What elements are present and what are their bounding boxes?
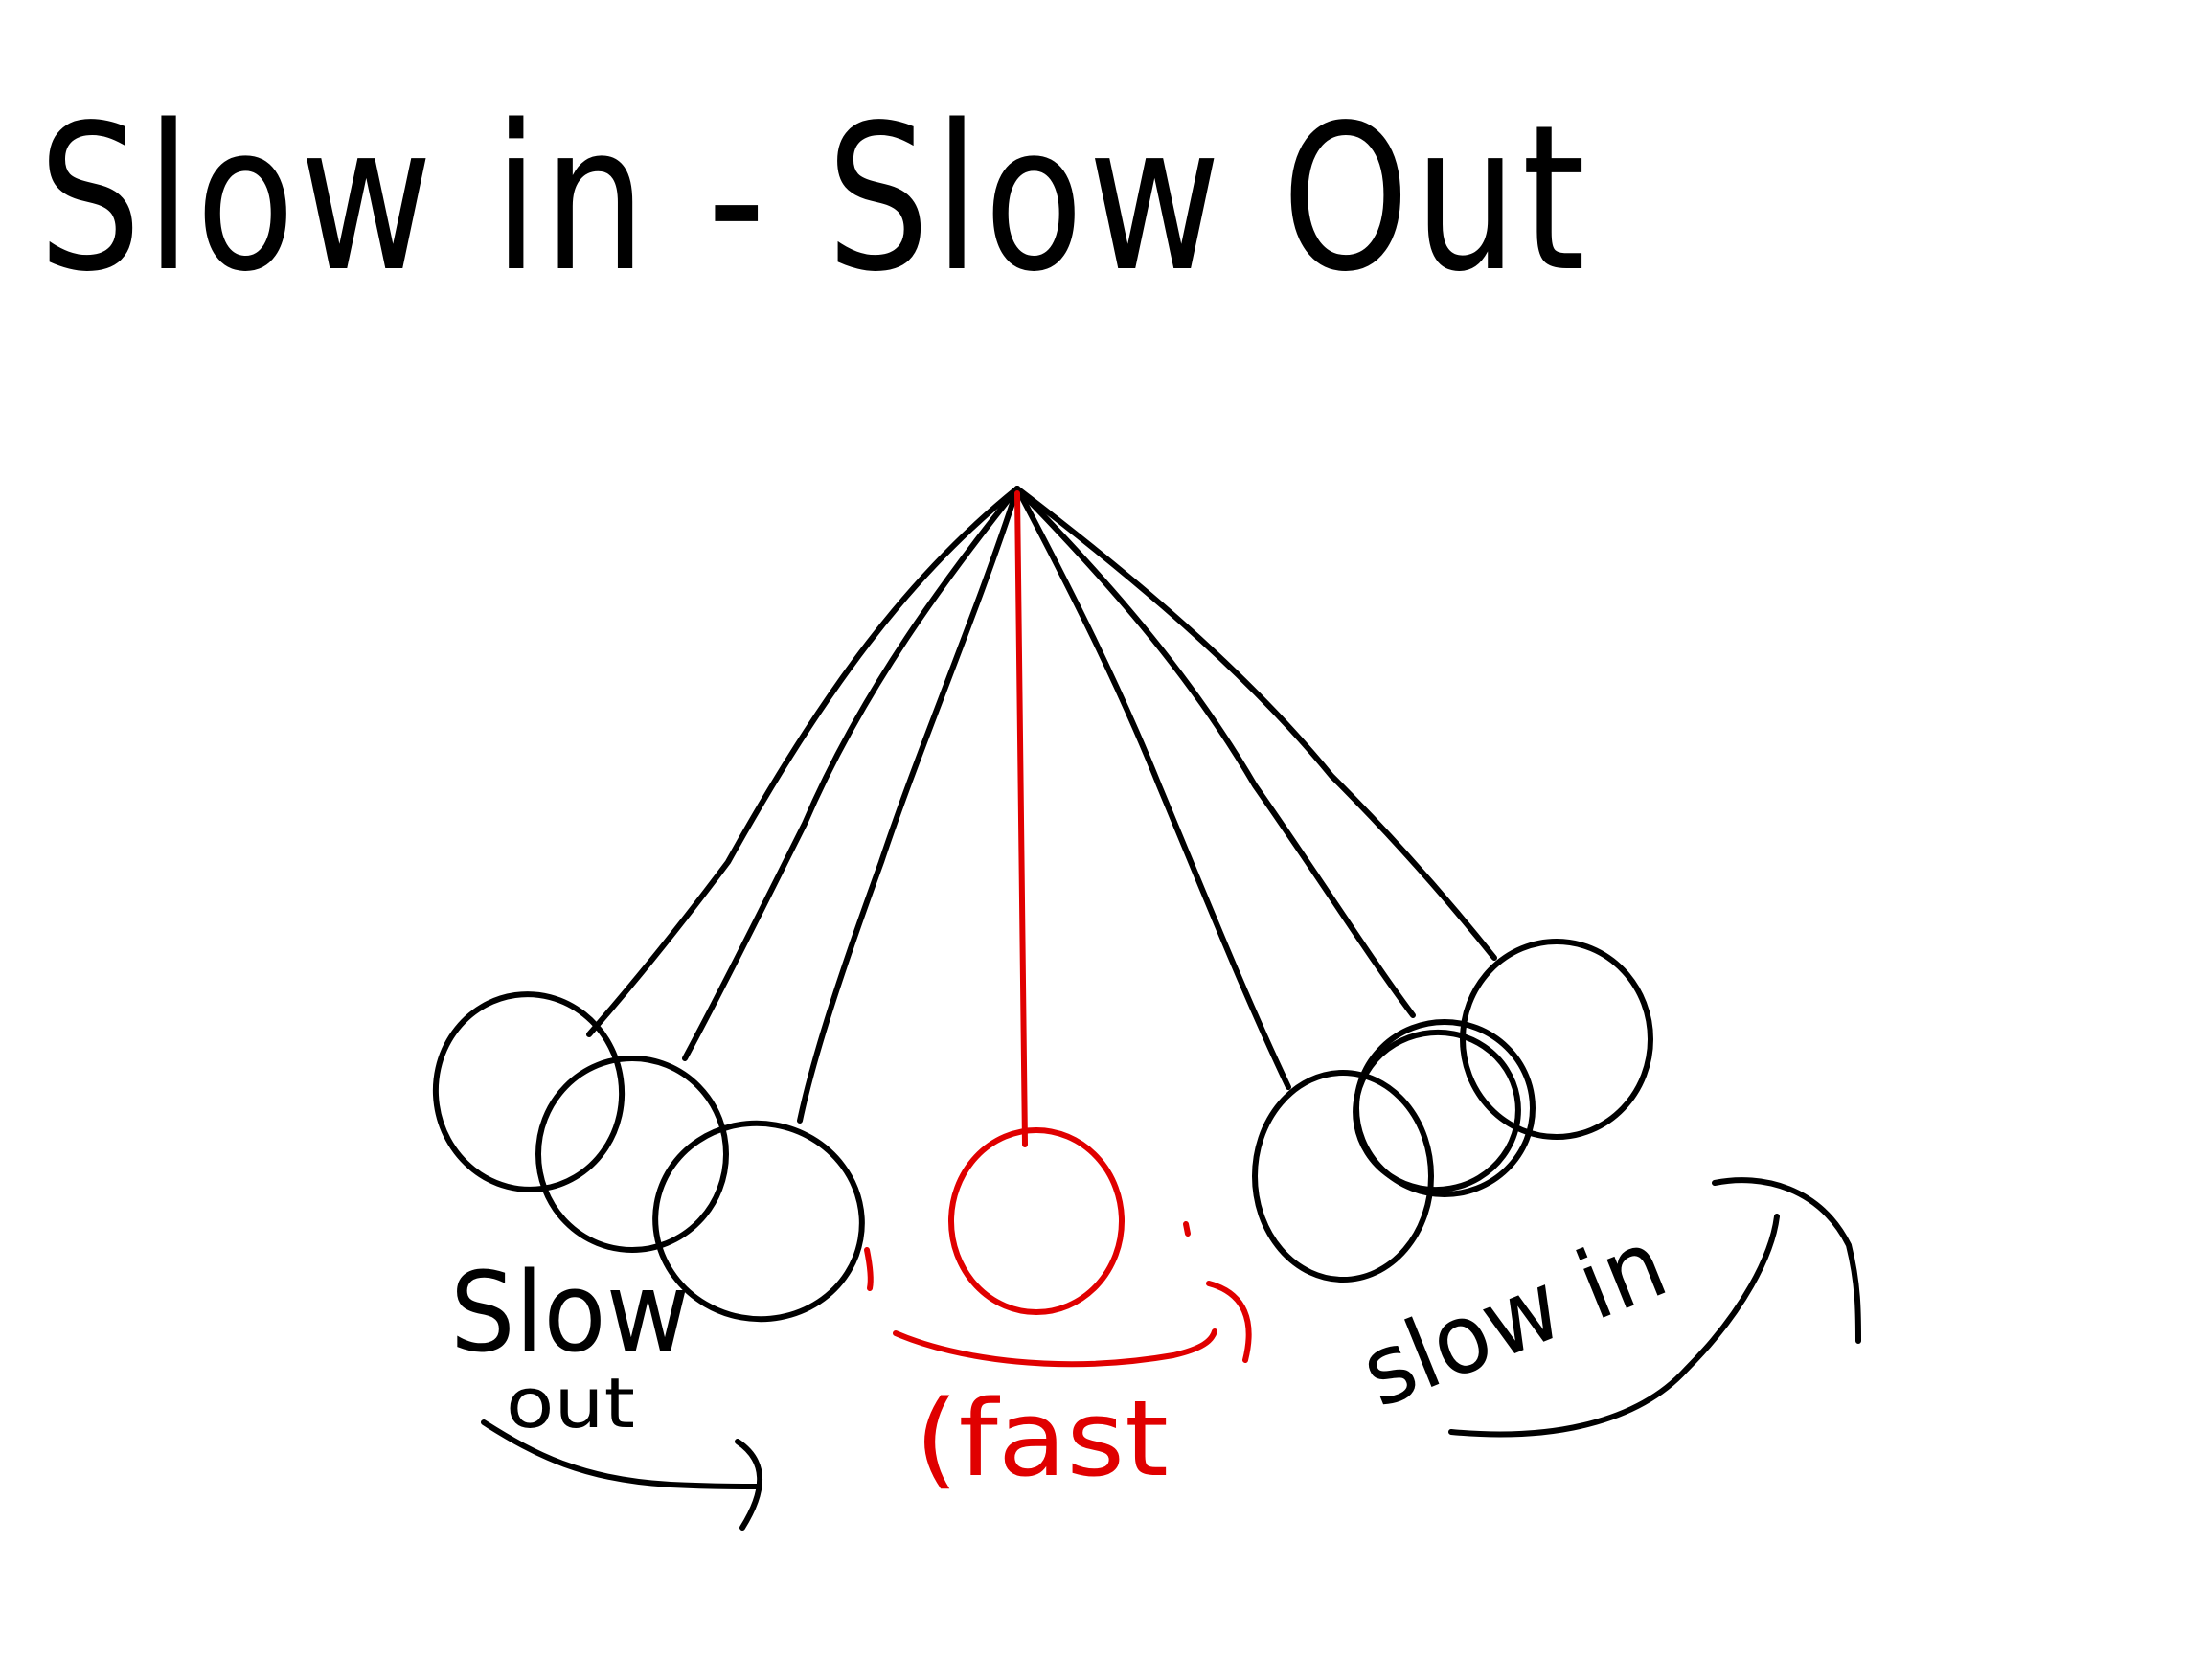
bob-right-overlap bbox=[1353, 1029, 1521, 1193]
pendulum-bobs bbox=[432, 939, 1653, 1323]
slow-out-sub-label: out bbox=[506, 1363, 635, 1443]
center-guide-mark bbox=[1183, 1221, 1191, 1237]
bob-far-right bbox=[1460, 939, 1653, 1140]
fast-arc-left-tick bbox=[864, 1247, 874, 1291]
pendulum-strings bbox=[586, 486, 1497, 1124]
slow-out-label: Slow bbox=[450, 1249, 690, 1377]
string-near-right bbox=[1014, 486, 1291, 1090]
bob-center bbox=[948, 1127, 1125, 1315]
center-pendulum bbox=[864, 490, 1252, 1368]
string-left bbox=[682, 486, 1020, 1061]
slow-in-arrow bbox=[1448, 1177, 1861, 1438]
fast-arc bbox=[893, 1328, 1217, 1368]
diagram-title: Slow in - Slow Out bbox=[38, 81, 1590, 316]
slow-in-label: slow in bbox=[1346, 1207, 1681, 1429]
string-far-right bbox=[1014, 486, 1497, 961]
slow-out-arrowhead bbox=[735, 1439, 763, 1531]
bob-left bbox=[535, 1056, 729, 1253]
string-far-left bbox=[586, 486, 1020, 1037]
slow-in-arrowhead bbox=[1712, 1177, 1861, 1344]
fast-arc-right-tick bbox=[1206, 1281, 1252, 1363]
bob-near-right bbox=[1252, 1070, 1434, 1283]
fast-label: (fast bbox=[915, 1377, 1169, 1500]
bob-near-left bbox=[652, 1120, 865, 1323]
slow-out-arrow-curve bbox=[481, 1419, 760, 1489]
string-center bbox=[1014, 490, 1028, 1147]
string-right bbox=[1014, 486, 1416, 1018]
slow-out-arrow bbox=[481, 1419, 763, 1531]
slow-in-arrow-curve bbox=[1448, 1214, 1780, 1438]
string-near-left bbox=[797, 486, 1020, 1124]
